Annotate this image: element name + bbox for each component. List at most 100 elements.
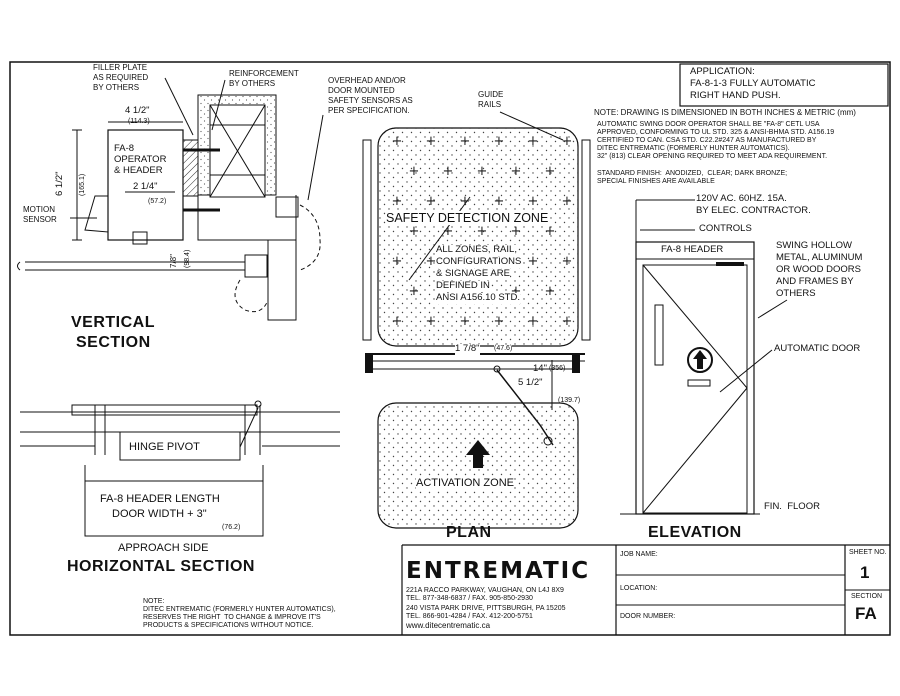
door-note-5: OTHERS	[776, 288, 816, 299]
plan-dim2-in: 14"	[533, 363, 547, 374]
plan-dim2-mm: (356)	[549, 365, 566, 372]
plan-title: PLAN	[446, 524, 492, 541]
zone-marker: +	[545, 284, 556, 299]
zone-marker: +	[528, 134, 539, 149]
location-label: LOCATION:	[620, 585, 658, 592]
power-note-1: 120V AC. 60HZ. 15A.	[696, 193, 787, 204]
spec-line1: AUTOMATIC SWING DOOR OPERATOR SHALL BE "…	[597, 121, 820, 128]
zone-marker: +	[494, 314, 505, 329]
zones-note-2: CONFIGURATIONS	[436, 256, 522, 268]
guide-rails-label-2: RAILS	[478, 100, 502, 109]
zone-marker: +	[494, 134, 505, 149]
spec-line4: DITEC ENTREMATIC (FORMERLY HUNTER AUTOMA…	[597, 145, 790, 152]
elevation-title: ELEVATION	[648, 524, 742, 541]
address-line2: TEL. 877-348-6837 / FAX. 905-850-2930	[406, 595, 533, 602]
plan-dim1-mm: (47.6)	[494, 345, 513, 353]
spec-line5: 32" (813) CLEAR OPENING REQUIRED TO MEET…	[597, 153, 828, 160]
plan-dim1-in: 1 7/8"	[455, 343, 480, 355]
zone-marker: +	[392, 134, 403, 149]
width-dim-mm: (114.3)	[128, 118, 150, 125]
finish-line1: STANDARD FINISH: ANODIZED, CLEAR; DARK B…	[597, 170, 788, 177]
sheet-number: 1	[860, 563, 870, 582]
finish-line2: SPECIAL FINISHES ARE AVAILABLE	[597, 178, 715, 185]
door-note-2: METAL, ALUMINUM	[776, 252, 863, 263]
zone-marker: +	[426, 254, 437, 269]
zone-marker: +	[511, 164, 522, 179]
zones-note-5: ANSI A156.10 STD.	[436, 292, 520, 304]
zone-marker: +	[426, 134, 437, 149]
sensor-note-1: OVERHEAD AND/OR	[328, 76, 406, 85]
hinge-pivot-label: HINGE PIVOT	[129, 441, 200, 453]
zone-marker: +	[426, 314, 437, 329]
zone-marker: +	[392, 314, 403, 329]
address-line4: TEL. 866-901-4284 / FAX. 412-200-5751	[406, 613, 533, 620]
zones-note-3: & SIGNAGE ARE	[436, 268, 510, 280]
application-label: APPLICATION:	[690, 66, 755, 77]
plan-dim3-mm: (139.7)	[558, 397, 581, 404]
application-line2: RIGHT HAND PUSH.	[690, 90, 781, 101]
zone-marker: +	[562, 194, 573, 209]
vertical-section-title-1: VERTICAL	[71, 314, 155, 331]
website-link[interactable]: www.ditecentrematic.ca	[406, 621, 491, 630]
reinforcement-label-1: REINFORCEMENT	[229, 69, 299, 78]
gap-dim-mm: (98.4)	[184, 249, 191, 268]
zone-marker: +	[443, 224, 454, 239]
automatic-door-label: AUTOMATIC DOOR	[774, 343, 861, 354]
controls-label: CONTROLS	[699, 223, 752, 234]
company-logo: ENTREMATIC	[406, 558, 591, 584]
zone-marker: +	[511, 224, 522, 239]
finished-floor-label: FIN. FLOOR	[764, 501, 820, 512]
safety-zone-label: SAFETY DETECTION ZONE	[386, 211, 549, 225]
zone-marker: +	[460, 134, 471, 149]
dimension-note: NOTE: DRAWING IS DIMENSIONED IN BOTH INC…	[594, 108, 856, 117]
footer-note-label: NOTE:	[143, 598, 165, 605]
address-line1: 221A RACCO PARKWAY, VAUGHAN, ON L4J 8X9	[406, 587, 564, 594]
zone-marker: +	[528, 254, 539, 269]
zone-marker: +	[392, 194, 403, 209]
door-note-3: OR WOOD DOORS	[776, 264, 861, 275]
spec-line3: CERTIFIED TO CAN. CSA STD. C22.2#247 AS …	[597, 137, 817, 144]
activation-zone-label: ACTIVATION ZONE	[416, 477, 514, 490]
depth-dim-in: 2 1/4"	[133, 181, 158, 192]
section-label: SECTION	[851, 593, 883, 600]
filler-plate-label-1: FILLER PLATE	[93, 63, 148, 72]
zone-marker: +	[409, 224, 420, 239]
zone-marker: +	[392, 254, 403, 269]
zone-marker: +	[477, 164, 488, 179]
header-label: FA-8 HEADER	[661, 244, 724, 255]
sensor-note-2: DOOR MOUNTED	[328, 86, 395, 95]
door-note-4: AND FRAMES BY	[776, 276, 854, 287]
zone-marker: +	[409, 164, 420, 179]
spec-line2: APPROVED, CONFORMING TO UL STD. 325 & AN…	[597, 129, 835, 136]
approach-side-label: APPROACH SIDE	[118, 542, 209, 554]
application-line1: FA-8-1-3 FULLY AUTOMATIC	[690, 78, 816, 89]
zone-marker: +	[460, 194, 471, 209]
door-width-label: DOOR WIDTH + 3"	[112, 508, 207, 520]
footer-note-line1: DITEC ENTREMATIC (FORMERLY HUNTER AUTOMA…	[143, 606, 336, 613]
zone-marker: +	[494, 194, 505, 209]
zone-marker: +	[562, 254, 573, 269]
zone-marker: +	[477, 224, 488, 239]
zone-marker: +	[409, 284, 420, 299]
zone-marker: +	[443, 164, 454, 179]
height-dim-in: 6 1/2"	[54, 171, 65, 196]
header-length-label: FA-8 HEADER LENGTH	[100, 493, 220, 505]
motion-sensor-label-2: SENSOR	[23, 215, 57, 224]
operator-label-1: FA-8	[114, 143, 135, 154]
door-width-mm: (76.2)	[222, 524, 241, 531]
reinforcement-label-2: BY OTHERS	[229, 79, 276, 88]
zone-marker: +	[545, 224, 556, 239]
job-name-label: JOB NAME:	[620, 551, 658, 558]
guide-rails-label-1: GUIDE	[478, 90, 504, 99]
vertical-section-title-2: SECTION	[76, 334, 151, 351]
operator-label-2: OPERATOR	[114, 154, 167, 165]
sheet-no-label: SHEET NO.	[849, 549, 887, 556]
horizontal-section-title: HORIZONTAL SECTION	[67, 558, 255, 575]
zone-marker: +	[562, 314, 573, 329]
address-line3: 240 VISTA PARK DRIVE, PITTSBURGH, PA 152…	[406, 605, 566, 612]
zone-marker: +	[528, 194, 539, 209]
detection-zone-markers: +++++++++++++++++++++++++++++++++++++++	[392, 134, 573, 329]
door-number-label: DOOR NUMBER:	[620, 613, 676, 620]
